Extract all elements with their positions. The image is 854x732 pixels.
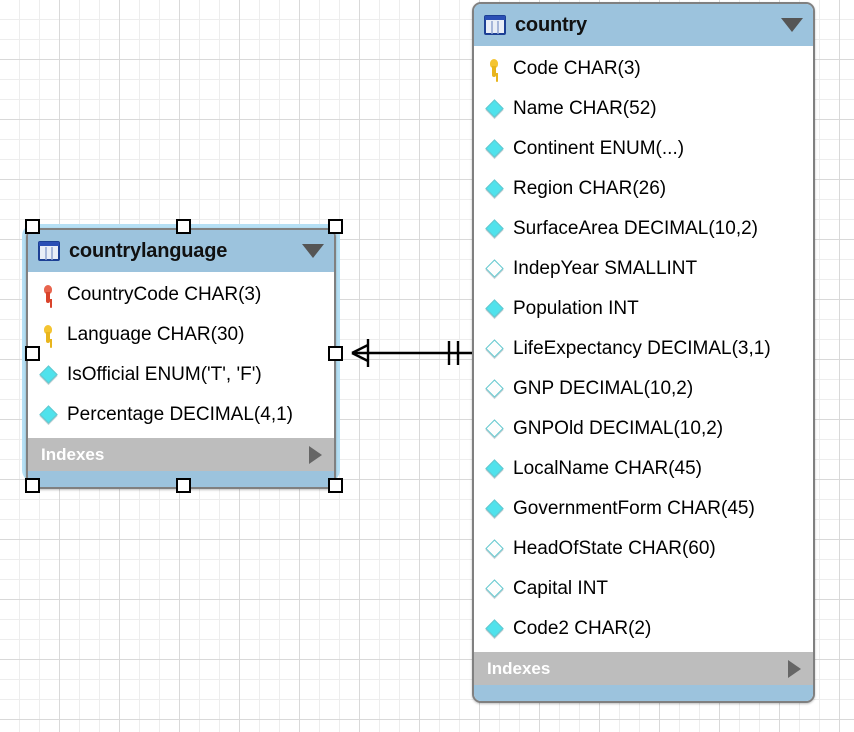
table-footer-strip: [474, 685, 813, 701]
column-row[interactable]: LifeExpectancy DECIMAL(3,1): [474, 328, 813, 368]
column-label: Name CHAR(52): [513, 97, 657, 119]
column-row[interactable]: Region CHAR(26): [474, 168, 813, 208]
resize-handle-top-right[interactable]: [328, 219, 343, 234]
diamond-hollow-icon: [485, 577, 505, 599]
crowsfoot-lower: [351, 351, 369, 363]
key-yellow-icon: [40, 323, 59, 345]
column-label: GovernmentForm CHAR(45): [513, 497, 755, 519]
table-icon: [38, 241, 60, 261]
column-row[interactable]: HeadOfState CHAR(60): [474, 528, 813, 568]
key-yellow-icon: [486, 57, 505, 79]
indexes-section-country[interactable]: Indexes: [474, 651, 813, 685]
resize-handle-middle-right[interactable]: [328, 346, 343, 361]
table-country[interactable]: country Code CHAR(3) Name CHAR(52) C: [472, 2, 815, 703]
diamond-hollow-icon: [485, 417, 505, 439]
table-header-country[interactable]: country: [474, 4, 813, 46]
diamond-filled-icon: [39, 403, 59, 425]
column-row[interactable]: IsOfficial ENUM('T', 'F'): [28, 354, 334, 394]
column-row[interactable]: GovernmentForm CHAR(45): [474, 488, 813, 528]
diamond-filled-icon: [485, 137, 505, 159]
column-label: Language CHAR(30): [67, 323, 245, 345]
chevron-right-icon[interactable]: [309, 445, 322, 464]
column-label: CountryCode CHAR(3): [67, 283, 262, 305]
column-row[interactable]: Code2 CHAR(2): [474, 608, 813, 648]
column-row[interactable]: SurfaceArea DECIMAL(10,2): [474, 208, 813, 248]
resize-handle-bottom-center[interactable]: [176, 478, 191, 493]
crowsfoot-upper: [351, 343, 369, 355]
table-title: country: [515, 14, 587, 36]
table-header-countrylanguage[interactable]: countrylanguage: [28, 230, 334, 272]
relationship-countrylanguage-country: [351, 339, 472, 367]
column-list-countrylanguage: CountryCode CHAR(3) Language CHAR(30) Is…: [28, 272, 334, 437]
diamond-filled-icon: [485, 297, 505, 319]
column-row[interactable]: IndepYear SMALLINT: [474, 248, 813, 288]
column-label: IndepYear SMALLINT: [513, 257, 698, 279]
chevron-right-icon[interactable]: [788, 659, 801, 678]
column-row[interactable]: Population INT: [474, 288, 813, 328]
column-label: IsOfficial ENUM('T', 'F'): [67, 363, 262, 385]
column-label: Region CHAR(26): [513, 177, 667, 199]
column-label: Continent ENUM(...): [513, 137, 685, 159]
column-list-country: Code CHAR(3) Name CHAR(52) Continent ENU…: [474, 46, 813, 651]
column-row[interactable]: GNPOld DECIMAL(10,2): [474, 408, 813, 448]
column-label: LifeExpectancy DECIMAL(3,1): [513, 337, 771, 359]
column-label: HeadOfState CHAR(60): [513, 537, 716, 559]
table-countrylanguage[interactable]: countrylanguage CountryCode CHAR(3) Lang…: [26, 228, 336, 489]
column-row[interactable]: Percentage DECIMAL(4,1): [28, 394, 334, 434]
column-row[interactable]: Continent ENUM(...): [474, 128, 813, 168]
indexes-section-countrylanguage[interactable]: Indexes: [28, 437, 334, 471]
resize-handle-bottom-left[interactable]: [25, 478, 40, 493]
diamond-hollow-icon: [485, 377, 505, 399]
column-label: Percentage DECIMAL(4,1): [67, 403, 293, 425]
column-label: Code CHAR(3): [513, 57, 641, 79]
column-row[interactable]: GNP DECIMAL(10,2): [474, 368, 813, 408]
column-row[interactable]: Capital INT: [474, 568, 813, 608]
key-red-icon: [40, 283, 59, 305]
diamond-filled-icon: [485, 617, 505, 639]
column-label: Code2 CHAR(2): [513, 617, 652, 639]
diamond-filled-icon: [485, 457, 505, 479]
diamond-filled-icon: [39, 363, 59, 385]
diamond-hollow-icon: [485, 337, 505, 359]
column-row[interactable]: LocalName CHAR(45): [474, 448, 813, 488]
indexes-label: Indexes: [487, 659, 551, 678]
column-label: GNPOld DECIMAL(10,2): [513, 417, 724, 439]
diamond-hollow-icon: [485, 537, 505, 559]
chevron-down-icon[interactable]: [781, 18, 803, 32]
resize-handle-top-center[interactable]: [176, 219, 191, 234]
column-label: GNP DECIMAL(10,2): [513, 377, 694, 399]
column-row[interactable]: Language CHAR(30): [28, 314, 334, 354]
table-title: countrylanguage: [69, 240, 228, 262]
column-row[interactable]: Code CHAR(3): [474, 48, 813, 88]
diamond-filled-icon: [485, 177, 505, 199]
diamond-filled-icon: [485, 497, 505, 519]
resize-handle-bottom-right[interactable]: [328, 478, 343, 493]
diamond-filled-icon: [485, 97, 505, 119]
column-label: Capital INT: [513, 577, 609, 599]
diamond-filled-icon: [485, 217, 505, 239]
column-label: SurfaceArea DECIMAL(10,2): [513, 217, 758, 239]
table-icon: [484, 15, 506, 35]
diamond-hollow-icon: [485, 257, 505, 279]
resize-handle-middle-left[interactable]: [25, 346, 40, 361]
column-row[interactable]: Name CHAR(52): [474, 88, 813, 128]
indexes-label: Indexes: [41, 445, 105, 464]
column-row[interactable]: CountryCode CHAR(3): [28, 274, 334, 314]
chevron-down-icon[interactable]: [302, 244, 324, 258]
resize-handle-top-left[interactable]: [25, 219, 40, 234]
column-label: LocalName CHAR(45): [513, 457, 703, 479]
column-label: Population INT: [513, 297, 639, 319]
